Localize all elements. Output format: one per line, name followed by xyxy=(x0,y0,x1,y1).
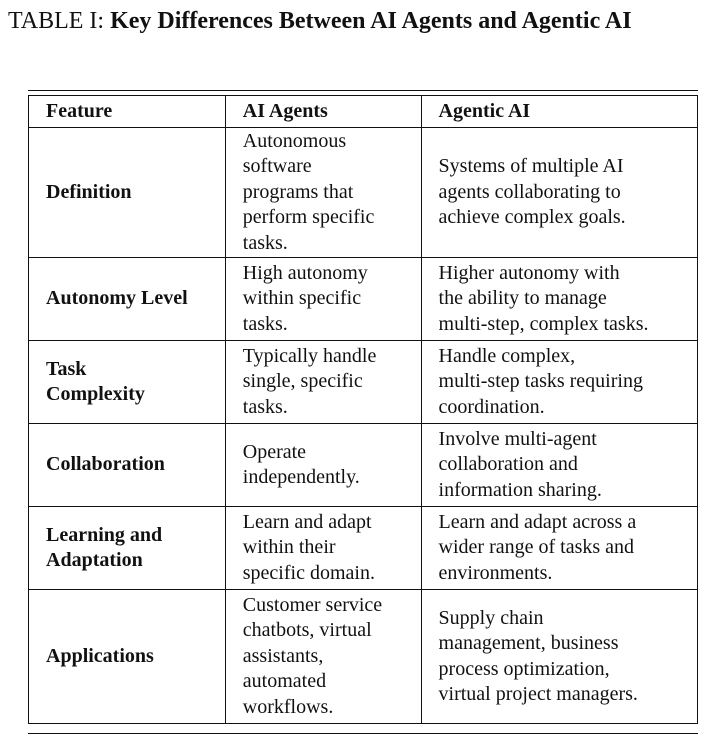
cell-line: Learn and adapt across a xyxy=(438,510,637,533)
cell-line: Task xyxy=(46,357,87,380)
cell-line: Complexity xyxy=(46,383,145,405)
cell-line: information sharing. xyxy=(438,478,602,501)
cell-line: process optimization, xyxy=(438,657,610,680)
cell-line: Autonomy Level xyxy=(46,287,188,310)
cell-line: achieve complex goals. xyxy=(438,206,626,229)
cell-line: Typically handle xyxy=(242,344,377,367)
cell-line: tasks. xyxy=(242,312,288,335)
cell-line: Customer service xyxy=(242,593,383,616)
cell-line: Definition xyxy=(46,180,132,203)
cell-line: Operate xyxy=(242,440,307,463)
cell-line: chatbots, virtual xyxy=(242,619,372,642)
caption-title: Key Differences Between AI Agents and Ag… xyxy=(110,8,632,34)
cell-line: Handle complex, xyxy=(438,344,576,367)
cell-line: Systems of multiple AI xyxy=(438,155,624,178)
cell-line: single, specific xyxy=(242,370,363,393)
cell-line: multi-step tasks requiring xyxy=(438,370,643,393)
header-row: Feature AI Agents Agentic AI xyxy=(28,95,699,128)
table-row: Applications Customer service chatbots, vi… xyxy=(28,589,699,724)
cell-line: Involve multi-agent xyxy=(438,427,597,450)
cell-line: programs that xyxy=(242,180,354,203)
header-ai-agents: AI Agents xyxy=(224,95,422,128)
table-row: Autonomy Level High autonomy within specif… xyxy=(28,257,699,341)
agentic-ai-cell: Handle complex, multi-step tasks requirin… xyxy=(420,340,699,424)
table-caption: TABLE I: Key Differences Between AI Agen… xyxy=(8,4,720,38)
agentic-ai-cell: Supply chain management, business process … xyxy=(420,589,699,724)
bottom-rule xyxy=(28,733,698,734)
cell-line: automated xyxy=(242,670,327,693)
cell-line: Higher autonomy with xyxy=(438,261,620,284)
cell-line: collaboration and xyxy=(438,453,578,476)
caption-prefix: TABLE I: xyxy=(8,8,111,34)
cell-line: management, business xyxy=(438,632,619,654)
agentic-ai-cell: Learn and adapt across a wider range of t… xyxy=(420,506,699,590)
cell-line: within their xyxy=(242,536,336,559)
cell-line: assistants, xyxy=(242,644,324,667)
cell-line: Collaboration xyxy=(46,453,165,476)
cell-line: independently. xyxy=(242,466,360,488)
cell-line: Applications xyxy=(46,644,154,667)
cell-line: Supply chain xyxy=(438,606,544,629)
header-feature: Feature xyxy=(28,95,226,128)
cell-line: multi-step, complex tasks. xyxy=(438,312,649,335)
cell-line: Autonomous xyxy=(242,129,347,152)
feature-cell: Autonomy Level xyxy=(28,257,226,341)
cell-line: within specific xyxy=(242,287,362,310)
cell-line: Learning and xyxy=(46,523,163,546)
cell-line: virtual project managers. xyxy=(438,683,638,705)
cell-line: wider range of tasks and xyxy=(438,536,635,559)
agentic-ai-cell: Higher autonomy with the ability to manag… xyxy=(420,257,699,341)
cell-line: High autonomy xyxy=(242,261,368,284)
feature-cell: Applications xyxy=(28,589,226,724)
cell-line: the ability to manage xyxy=(438,287,607,310)
table-row: Collaboration Operate independently. Involv… xyxy=(28,423,699,507)
cell-line: coordination. xyxy=(438,395,545,418)
cell-line: Learn and adapt xyxy=(242,510,372,533)
ai-agents-cell: Operate independently. xyxy=(224,423,422,507)
cell-line: software xyxy=(242,155,312,178)
cell-line: specific domain. xyxy=(242,561,375,584)
cell-line: environments. xyxy=(438,561,553,584)
cell-line: workflows. xyxy=(242,695,334,718)
feature-cell: Collaboration xyxy=(28,423,226,507)
cell-line: agents collaborating to xyxy=(438,180,621,203)
top-rule xyxy=(28,90,698,91)
cell-line: tasks. xyxy=(242,231,288,254)
cell-line: tasks. xyxy=(242,395,288,418)
feature-cell: Definition xyxy=(28,127,226,258)
header-agentic-ai: Agentic AI xyxy=(420,95,699,128)
cell-line: Adaptation xyxy=(46,549,143,571)
cell-line: perform specific xyxy=(242,206,375,229)
